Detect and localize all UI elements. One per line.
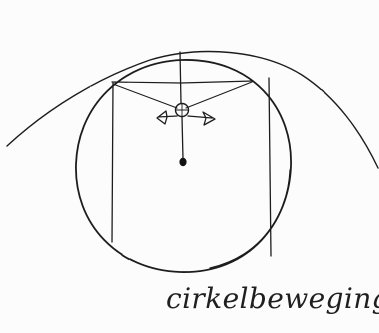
right-spoke	[186, 82, 252, 108]
left-spoke	[113, 84, 177, 108]
outer-arc	[7, 52, 378, 168]
circle-overstroke	[210, 170, 290, 268]
pendulum-weight	[179, 158, 186, 166]
right-arrow-icon	[188, 112, 215, 125]
left-vertical-chord	[112, 83, 113, 242]
top-chord	[112, 81, 253, 83]
caption-cirkelbeweging: cirkelbeweging	[166, 282, 379, 315]
left-arrow-icon	[157, 111, 177, 124]
pendulum-rod	[182, 117, 183, 159]
